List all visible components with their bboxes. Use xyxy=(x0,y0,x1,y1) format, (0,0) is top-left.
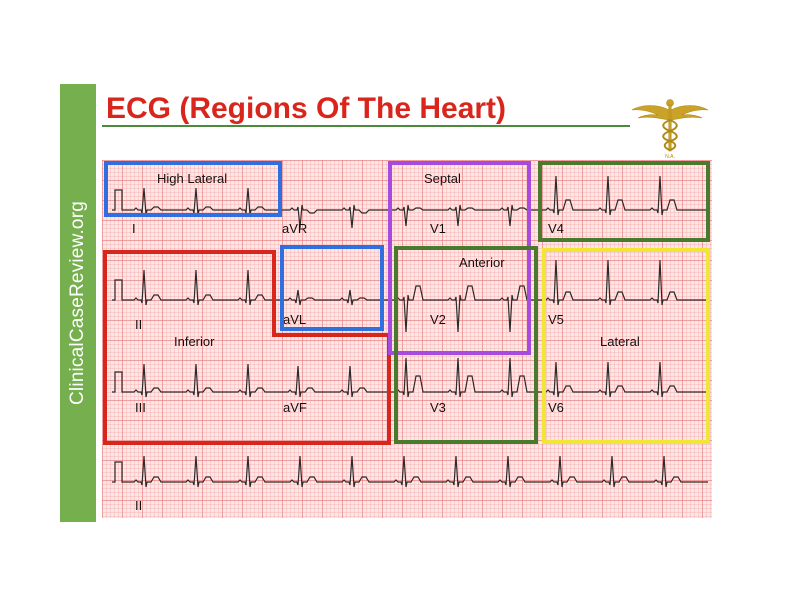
region-label-lateral: Lateral xyxy=(600,334,640,349)
region-label-high-lateral: High Lateral xyxy=(157,171,228,186)
lead-label-I: I xyxy=(132,221,136,236)
trace-lead-V1 xyxy=(388,204,538,227)
region-box-high-lateral-lead-aVL xyxy=(280,245,384,331)
ecg-traces xyxy=(112,175,708,488)
lead-label-V5: V5 xyxy=(548,312,564,327)
trace-lead-aVF xyxy=(280,365,388,398)
page-title: ECG (Regions Of The Heart) xyxy=(106,92,507,125)
trace-rhythm-II xyxy=(112,455,708,488)
trace-lead-V6 xyxy=(538,361,708,398)
sidebar-banner: ClinicalCaseReview.org xyxy=(60,84,96,522)
trace-lead-II xyxy=(112,269,280,306)
region-box-anterior xyxy=(394,246,538,444)
region-box-septal xyxy=(388,161,531,355)
lead-label-III: III xyxy=(135,400,146,415)
trace-lead-V4 xyxy=(538,175,708,216)
caduceus-icon: N.A. xyxy=(631,99,709,160)
lead-label-aVF: aVF xyxy=(283,400,307,415)
trace-lead-aVL xyxy=(280,289,388,306)
lead-label-II: II xyxy=(135,317,143,332)
lead-label-aVR: aVR xyxy=(282,221,308,236)
lead-label-rhythm-II: II xyxy=(135,498,143,513)
title-underline xyxy=(102,125,630,127)
trace-lead-V3 xyxy=(388,357,538,398)
lead-label-V3: V3 xyxy=(430,400,446,415)
ecg-paper: I aVR V1 V4 II aVL V2 V5 III aVF V3 V6 I… xyxy=(102,160,712,518)
region-label-inferior: Inferior xyxy=(174,334,215,349)
region-box-high-lateral-lead-I xyxy=(104,161,282,217)
trace-lead-III xyxy=(112,363,280,398)
logo-initials: N.A. xyxy=(665,154,675,160)
region-box-lateral xyxy=(542,248,710,444)
lead-label-V1: V1 xyxy=(430,221,446,236)
trace-lead-V5 xyxy=(538,259,708,306)
trace-lead-aVR xyxy=(282,204,388,229)
region-box-anterior-lead-V4 xyxy=(538,161,710,242)
trace-lead-V2 xyxy=(388,285,538,333)
trace-lead-I xyxy=(112,187,282,216)
lead-label-V4: V4 xyxy=(548,221,564,236)
sidebar-site-name: ClinicalCaseReview.org xyxy=(67,201,88,405)
lead-label-aVL: aVL xyxy=(283,312,307,327)
region-label-anterior: Anterior xyxy=(459,255,505,270)
lead-label-V2: V2 xyxy=(430,312,446,327)
lead-label-V6: V6 xyxy=(548,400,564,415)
region-label-septal: Septal xyxy=(424,171,461,186)
